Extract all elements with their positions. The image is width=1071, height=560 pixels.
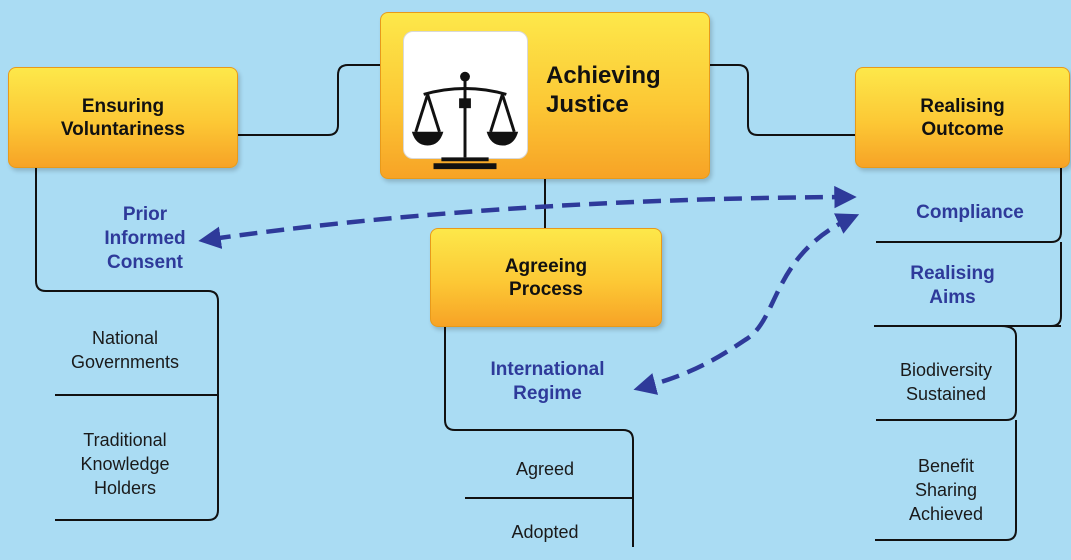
biodiversity-sustained-item: Biodiversity Sustained <box>899 360 993 404</box>
prior-informed-consent-label: Prior Informed Consent <box>104 204 186 273</box>
realising-aims-label: Realising Aims <box>910 263 995 308</box>
dashed-arrow-compliance-regime <box>633 213 860 395</box>
agreed-item: Agreed <box>515 459 575 479</box>
compliance-label: Compliance <box>916 202 1024 223</box>
connector-right-upper <box>876 325 1061 421</box>
ensuring-voluntariness-box: Ensuring Voluntariness <box>8 67 238 168</box>
dashed-arrow-compliance-consent <box>198 185 857 249</box>
international-regime-label: International Regime <box>490 359 605 404</box>
adopted-item: Adopted <box>511 522 579 542</box>
connector-left-column <box>35 168 219 521</box>
agreeing-process-box: Agreeing Process <box>430 228 662 327</box>
main-title: Achieving Justice <box>546 62 661 118</box>
scales-of-justice-icon <box>403 31 528 170</box>
connector-center-column <box>444 327 634 547</box>
connector-right-compliance <box>876 168 1062 243</box>
realising-outcome-box: Realising Outcome <box>855 67 1070 168</box>
connector-right-lower <box>875 420 1017 541</box>
national-governments-item: National Governments <box>70 328 180 372</box>
achieving-justice-box: Achieving Justice <box>380 12 710 179</box>
connector-main-left <box>238 64 380 136</box>
traditional-knowledge-holders-item: Traditional Knowledge Holders <box>80 430 170 498</box>
connector-main-right <box>710 64 855 136</box>
benefit-sharing-achieved-item: Benefit Sharing Achieved <box>908 456 984 524</box>
